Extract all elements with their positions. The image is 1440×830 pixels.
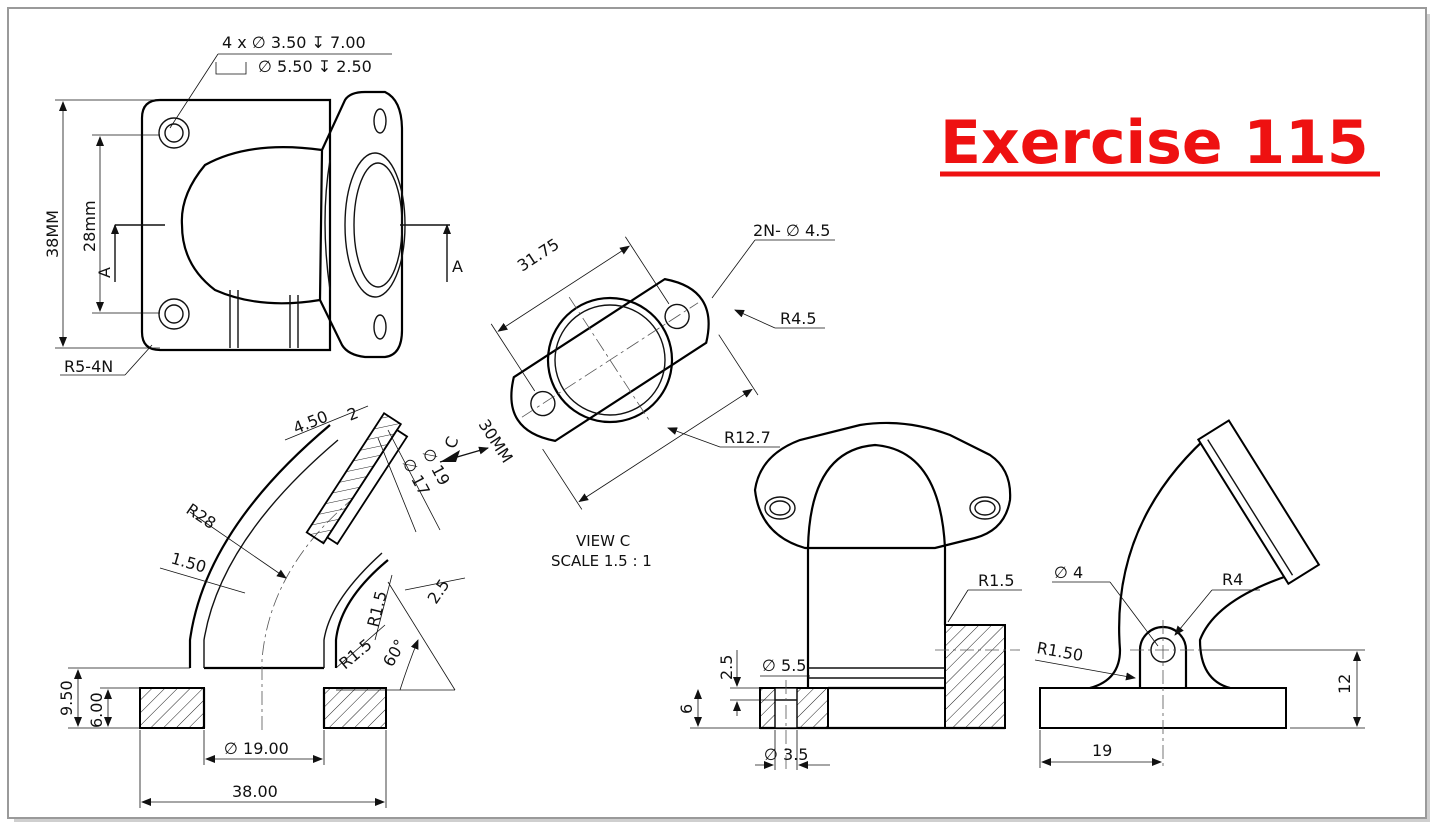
side-r4: R4 [1222, 570, 1243, 589]
dim-28mm: 28mm [80, 200, 99, 252]
section-label-right: A [452, 257, 463, 276]
radius-4-5: R4.5 [780, 309, 817, 328]
dim-38-00: 38.00 [232, 782, 278, 801]
side-dia-4: ∅ 4 [1054, 563, 1083, 582]
side-dim-12: 12 [1335, 674, 1354, 694]
dim-9-50: 9.50 [57, 680, 76, 716]
holes-callout: 2N- ∅ 4.5 [753, 221, 830, 240]
front-dim-2-5: 2.5 [717, 655, 736, 680]
dim-38mm: 38MM [43, 210, 62, 258]
hole-callout-2: ∅ 5.50 ↧ 2.50 [258, 57, 372, 76]
dim-6-00: 6.00 [87, 692, 106, 728]
front-view: R1.5 ∅ 5.5 2.5 6 ∅ 3.5 [677, 421, 1022, 770]
section-label-left: A [95, 267, 114, 278]
top-view: A A 38MM 28mm 4 x ∅ 3.50 ↧ 7.00 ∅ 5.50 ↧… [43, 33, 463, 376]
side-dim-19: 19 [1092, 741, 1112, 760]
view-c-scale: SCALE 1.5 : 1 [551, 552, 652, 570]
front-dia-5-5: ∅ 5.5 [762, 656, 806, 675]
side-view: ∅ 4 R4 R1.50 12 19 [1034, 419, 1365, 770]
dia-19-00: ∅ 19.00 [224, 739, 289, 758]
svg-text:Exercise 115: Exercise 115 [940, 108, 1369, 178]
front-dim-6: 6 [677, 704, 696, 714]
hole-callout-1: 4 x ∅ 3.50 ↧ 7.00 [222, 33, 366, 52]
view-c-caption: VIEW C [576, 532, 630, 550]
front-dia-3-5: ∅ 3.5 [764, 745, 808, 764]
section-view: 38.00 ∅ 19.00 9.50 6.00 R28 1.50 4.50 2 … [57, 403, 466, 808]
front-r1-5: R1.5 [978, 571, 1015, 590]
corner-radius-label: R5-4N [64, 357, 113, 376]
exercise-title: Exercise 115 [940, 108, 1380, 178]
radius-12-7: R12.7 [724, 428, 771, 447]
